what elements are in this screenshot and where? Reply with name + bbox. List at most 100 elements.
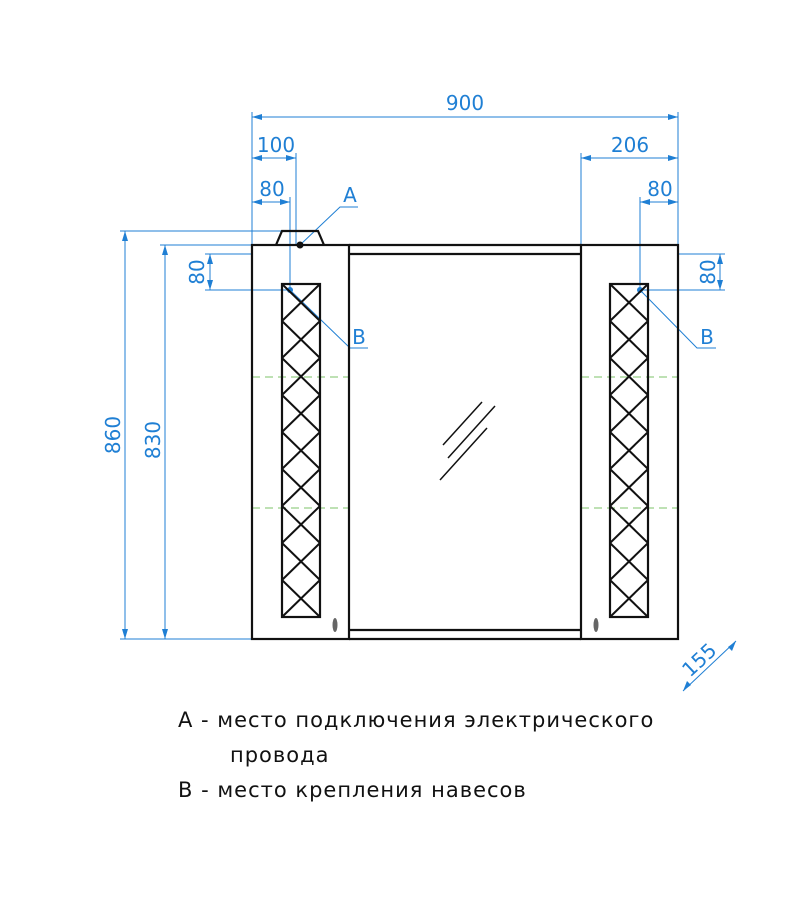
lattice-line — [609, 412, 630, 433]
lattice-line — [281, 449, 302, 470]
lattice-line — [609, 542, 630, 563]
lattice-line — [628, 357, 649, 378]
right-lattice-panel — [608, 282, 650, 619]
lattice-line — [609, 394, 630, 415]
lattice-line — [300, 320, 321, 341]
lattice-line — [628, 505, 649, 526]
lattice-line — [628, 579, 649, 600]
lattice-line — [609, 320, 630, 341]
lattice-line — [281, 505, 302, 526]
right-lattice — [609, 283, 649, 618]
lattice-line — [628, 375, 649, 396]
lattice-line — [281, 542, 302, 563]
lattice-line — [300, 505, 321, 526]
lattice-line — [300, 560, 321, 581]
lattice-line — [281, 375, 302, 396]
lattice-line — [300, 431, 321, 452]
shelf-guides — [252, 376, 678, 509]
lattice-line — [281, 301, 302, 322]
lattice-line — [300, 523, 321, 544]
dim-right-vertical: 80 — [696, 259, 720, 284]
lattice-line — [628, 597, 649, 618]
lattice-line — [609, 283, 630, 304]
lattice-line — [300, 394, 321, 415]
lattice-line — [300, 283, 321, 304]
lattice-line — [609, 560, 630, 581]
left-lattice — [281, 283, 321, 618]
dimension-lines — [120, 112, 737, 692]
lattice-line — [609, 597, 630, 618]
lattice-line — [609, 338, 630, 359]
dim-left-hook: 80 — [259, 177, 284, 201]
dim-left-offset: 100 — [257, 133, 295, 157]
lattice-line — [281, 357, 302, 378]
lattice-line — [609, 357, 630, 378]
lattice-line — [628, 283, 649, 304]
lattice-line — [300, 375, 321, 396]
lattice-line — [281, 560, 302, 581]
marker-a: A — [343, 183, 357, 207]
lattice-line — [628, 320, 649, 341]
lattice-line — [281, 283, 302, 304]
lattice-line — [628, 394, 649, 415]
arrowheads — [122, 114, 736, 691]
lattice-line — [609, 375, 630, 396]
lattice-line — [628, 412, 649, 433]
lattice-line — [300, 357, 321, 378]
left-lattice-panel — [280, 282, 322, 619]
marker-b-left: B — [352, 325, 366, 349]
connection-point-icon — [296, 241, 304, 249]
lattice-line — [628, 449, 649, 470]
lattice-line — [609, 579, 630, 600]
cabinet-outline — [250, 229, 680, 641]
lattice-line — [300, 468, 321, 489]
lattice-line — [281, 412, 302, 433]
lattice-line — [300, 449, 321, 470]
lattice-line — [281, 394, 302, 415]
lattice-line — [628, 431, 649, 452]
lattice-line — [281, 523, 302, 544]
lattice-line — [281, 486, 302, 507]
lattice-line — [609, 505, 630, 526]
dim-total-height: 860 — [101, 416, 125, 454]
legend-line-b: B - место крепления навесов — [178, 778, 527, 802]
lattice-line — [281, 320, 302, 341]
lattice-line — [300, 579, 321, 600]
lattice-line — [628, 338, 649, 359]
lattice-line — [300, 301, 321, 322]
lattice-line — [281, 338, 302, 359]
lattice-line — [609, 301, 630, 322]
lattice-line — [609, 486, 630, 507]
lattice-line — [628, 468, 649, 489]
dim-right-offset: 206 — [611, 133, 649, 157]
left-handle — [332, 618, 338, 632]
lattice-line — [281, 579, 302, 600]
right-cabinet — [579, 243, 680, 641]
lattice-line — [281, 597, 302, 618]
lattice-line — [628, 486, 649, 507]
mirror-reflection — [439, 401, 496, 481]
dim-total-width: 900 — [446, 91, 484, 115]
lattice-line — [300, 338, 321, 359]
dim-left-vertical: 80 — [185, 259, 209, 284]
lattice-line — [300, 597, 321, 618]
dim-body-height: 830 — [141, 421, 165, 459]
legend-line-a: A - место подключения электрического — [178, 708, 655, 732]
right-handle — [593, 618, 599, 632]
marker-b-right: B — [700, 325, 714, 349]
lattice-line — [300, 412, 321, 433]
dim-right-hook: 80 — [647, 177, 672, 201]
lattice-line — [628, 523, 649, 544]
legend-line-a-cont: провода — [230, 743, 330, 767]
lattice-line — [609, 431, 630, 452]
lattice-line — [628, 560, 649, 581]
lattice-line — [609, 523, 630, 544]
lattice-line — [300, 542, 321, 563]
lattice-line — [628, 301, 649, 322]
lattice-line — [281, 431, 302, 452]
lattice-line — [300, 486, 321, 507]
dim-depth: 155 — [677, 638, 721, 682]
lattice-line — [609, 449, 630, 470]
